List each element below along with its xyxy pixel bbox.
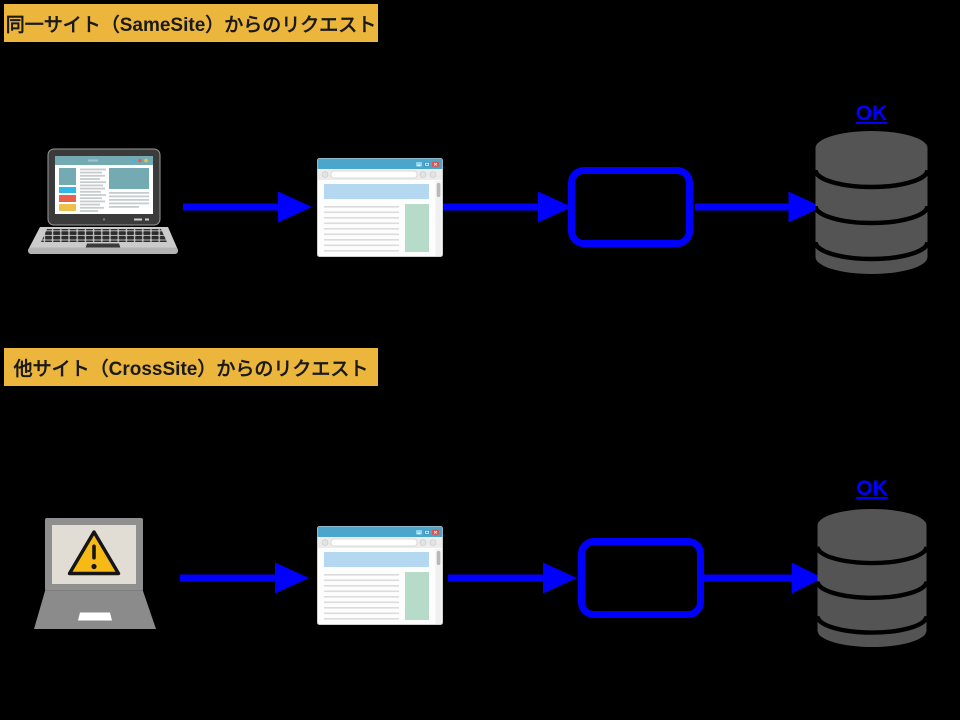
database-icon	[815, 130, 928, 275]
browser-window-icon	[317, 526, 443, 625]
crosssite-banner: 他サイト（CrossSite）からのリクエスト	[4, 348, 378, 386]
webcam-dot	[102, 218, 106, 221]
maximize-button-icon	[424, 530, 430, 535]
minimize-button-icon	[416, 530, 422, 535]
samesite-banner: 同一サイト（SameSite）からのリクエスト	[4, 4, 378, 42]
arrow-right-icon	[695, 190, 823, 224]
database-icon	[817, 508, 927, 648]
maximize-button-icon	[424, 162, 430, 167]
page-text-lines	[324, 574, 399, 620]
laptop-warning-icon	[33, 518, 157, 634]
arrow-right-icon	[443, 190, 573, 224]
browser-window-icon	[317, 158, 443, 257]
page-hero-banner	[324, 552, 429, 567]
address-bar	[330, 170, 418, 179]
address-bar	[330, 538, 418, 547]
app-server-box	[568, 167, 693, 247]
laptop-trackpad	[78, 612, 112, 621]
minimize-button-icon	[416, 162, 422, 167]
result-ok-label: OK	[856, 477, 888, 500]
page-side-block	[405, 204, 429, 252]
laptop-base	[34, 591, 156, 629]
page-text-lines	[324, 206, 399, 252]
scrollbar	[435, 181, 442, 256]
page-side-block	[405, 572, 429, 620]
laptop-webpage-icon	[28, 148, 178, 266]
webpage-text-lines	[80, 168, 149, 212]
arrow-right-icon	[183, 190, 313, 224]
page-hero-banner	[324, 184, 429, 199]
browser-title-bar	[317, 526, 443, 537]
app-server-box	[578, 538, 704, 618]
arrow-right-icon	[704, 561, 824, 595]
result-ok-label: OK	[855, 102, 888, 125]
browser-title-bar	[317, 158, 443, 169]
arrow-right-icon	[180, 561, 310, 595]
laptop-webpage-svg	[28, 148, 178, 254]
arrow-right-icon	[448, 561, 578, 595]
scrollbar	[435, 549, 442, 624]
laptop-keyboard	[41, 229, 167, 242]
